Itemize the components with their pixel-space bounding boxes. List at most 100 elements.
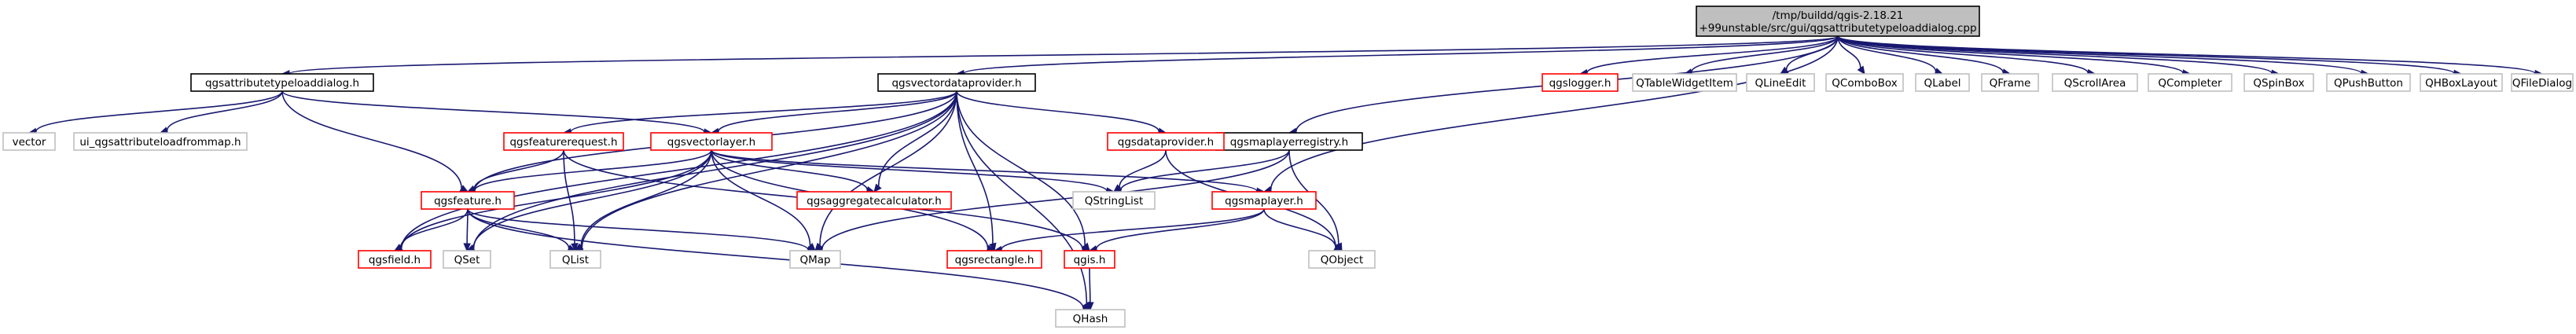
node-box [2511, 73, 2574, 92]
node-qframe: QFrame [1981, 73, 2039, 92]
node-maplayer_h[interactable]: qgsmaplayer.h [1211, 191, 1317, 210]
node-attrdialog_h[interactable]: qgsattributetypeloaddialog.h [190, 73, 374, 92]
node-qobject: QObject [1308, 250, 1376, 269]
node-box [2243, 73, 2314, 92]
node-box [650, 132, 773, 151]
edge-mlreg_h-to-qstringlist [1112, 149, 1290, 194]
edge-attrdialog_h-to-vector [28, 90, 283, 136]
edge-root-to-maplayer_h [1262, 35, 1839, 194]
edge-line [473, 149, 564, 189]
edge-feature_h-to-qset [463, 208, 471, 252]
node-qgis_h[interactable]: qgis.h [1064, 250, 1115, 269]
edge-line [819, 90, 957, 246]
edge-line [1586, 35, 1839, 74]
edge-line [400, 90, 957, 249]
node-freq_h[interactable]: qgsfeaturerequest.h [503, 132, 624, 151]
node-label: QPushButton [2334, 77, 2403, 90]
edge-line [821, 149, 1290, 250]
edge-attrdialog_h-to-vlayer_h [281, 90, 713, 136]
node-aggcalc_h[interactable]: qgsaggregatecalculator.h [796, 191, 952, 210]
edge-line [288, 35, 1839, 75]
edge-arrowhead [989, 242, 997, 252]
node-rect_h[interactable]: qgsrectangle.h [946, 250, 1042, 269]
edge-line [466, 208, 469, 244]
node-field_h[interactable]: qgsfield.h [358, 250, 432, 269]
edge-vdp_h-to-qhash [956, 90, 1091, 311]
edge-line [1263, 208, 1336, 248]
edge-line [1837, 35, 2089, 74]
node-mlreg_h[interactable]: qgsmaplayerregistry.h [1215, 132, 1363, 151]
node-feature_h[interactable]: qgsfeature.h [421, 191, 515, 210]
node-label: qgsmaplayerregistry.h [1230, 136, 1348, 149]
edge-line [1837, 35, 2184, 74]
node-box [1696, 6, 1980, 37]
node-vlayer_h[interactable]: qgsvectorlayer.h [650, 132, 773, 151]
edge-root-to-attrdialog_h [281, 35, 1839, 78]
node-label: qgsfield.h [369, 254, 421, 266]
node-box [1542, 73, 1619, 92]
node-label: QSet [454, 254, 480, 266]
edge-freq_h-to-feature_h [466, 149, 564, 193]
node-label: vector [13, 136, 46, 149]
edge-line [1270, 35, 1839, 190]
node-vdp_h[interactable]: qgsvectordataprovider.h [877, 73, 1036, 92]
edge-arrowhead [1086, 302, 1094, 311]
node-dp_h[interactable]: qgsdataprovider.h [1107, 132, 1225, 151]
edge-line [35, 90, 283, 132]
node-root: /tmp/buildd/qgis-2.18.21+99unstable/src/… [1696, 6, 1980, 37]
nodes-layer: /tmp/buildd/qgis-2.18.21+99unstable/src/… [2, 6, 2574, 328]
edge-vdp_h-to-field_h [393, 90, 957, 252]
edge-line [467, 208, 809, 251]
edge-line [956, 90, 1088, 304]
edge-line [581, 90, 957, 248]
node-box [1055, 309, 1126, 328]
node-label: qgsfeature.h [434, 195, 502, 207]
edge-line [1119, 149, 1290, 191]
node-label: qgsfeaturerequest.h [509, 136, 617, 149]
node-box [358, 250, 432, 269]
node-label: qgsattributetypeloaddialog.h [205, 77, 359, 90]
node-label: ui_qgsattributeloadfrommap.h [79, 136, 241, 149]
edge-line [400, 149, 712, 249]
edge-line [281, 90, 705, 133]
node-qmap: QMap [789, 250, 841, 269]
edge-feature_h-to-field_h [393, 208, 469, 251]
edge-qgis_h-to-qhash [1086, 267, 1094, 311]
node-label: qgsmaplayer.h [1225, 195, 1303, 207]
edge-line [963, 35, 1839, 75]
node-qscrollarea: QScrollArea [2052, 73, 2138, 92]
edge-line [1095, 208, 1265, 250]
node-box [2, 132, 56, 151]
node-label: QTableWidgetItem [1636, 77, 1733, 90]
edge-arrowhead [1857, 65, 1865, 75]
edge-line [1837, 35, 2005, 73]
node-box [1211, 191, 1317, 210]
node-box [2052, 73, 2138, 92]
edge-line [467, 208, 570, 248]
node-label: QFileDialog [2512, 77, 2572, 90]
edge-line [472, 149, 712, 248]
node-label: QSpinBox [2253, 77, 2304, 90]
node-qtablewidgetitem: QTableWidgetItem [1632, 73, 1737, 92]
node-box [1072, 191, 1156, 210]
edge-line [467, 208, 1084, 309]
node-qlabel: QLabel [1915, 73, 1970, 92]
node-qhboxlayout: QHBoxLayout [2420, 73, 2503, 92]
node-qlineedit: QLineEdit [1746, 73, 1815, 92]
edge-vdp_h-to-aggcalc_h [873, 90, 957, 193]
edge-arrowhead [873, 183, 882, 193]
edge-vlayer_h-to-qlist [575, 149, 712, 251]
node-label: qgslogger.h [1549, 77, 1611, 90]
node-qfiledialog: QFileDialog [2511, 73, 2574, 92]
node-box [190, 73, 374, 92]
node-label: /tmp/buildd/qgis-2.18.21 [1773, 9, 1904, 22]
edge-line [877, 90, 957, 187]
edge-arrowhead [1113, 184, 1123, 193]
node-box [1915, 73, 1970, 92]
edge-root-to-qscrollarea [1837, 35, 2096, 77]
edge-root-to-qtablewidgetitem [1683, 35, 1839, 76]
node-label: QList [562, 254, 589, 266]
node-qhash: QHash [1055, 309, 1126, 328]
node-logger_h[interactable]: qgslogger.h [1542, 73, 1619, 92]
